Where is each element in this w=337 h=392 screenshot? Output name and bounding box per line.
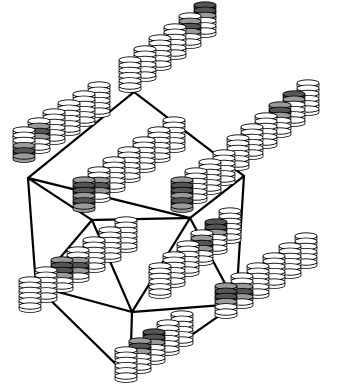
disk-column <box>13 127 35 163</box>
disk-column <box>73 177 95 213</box>
disk-stack-lower-right <box>215 233 317 319</box>
disk-column <box>171 177 193 213</box>
disk-column <box>149 263 171 299</box>
disk-stack-bottom <box>115 311 193 383</box>
disk-stack-inner-left <box>73 117 185 213</box>
disk-column <box>19 277 41 313</box>
disk-column <box>115 347 137 383</box>
disk-stack-inner-right <box>171 150 235 213</box>
disk-column <box>119 57 141 93</box>
disk-stack-upper-right <box>227 80 319 171</box>
polyhedron-edge <box>92 218 190 220</box>
disk-column <box>215 283 237 319</box>
disk-stacks <box>13 2 319 383</box>
disk-stack-top <box>119 2 216 93</box>
